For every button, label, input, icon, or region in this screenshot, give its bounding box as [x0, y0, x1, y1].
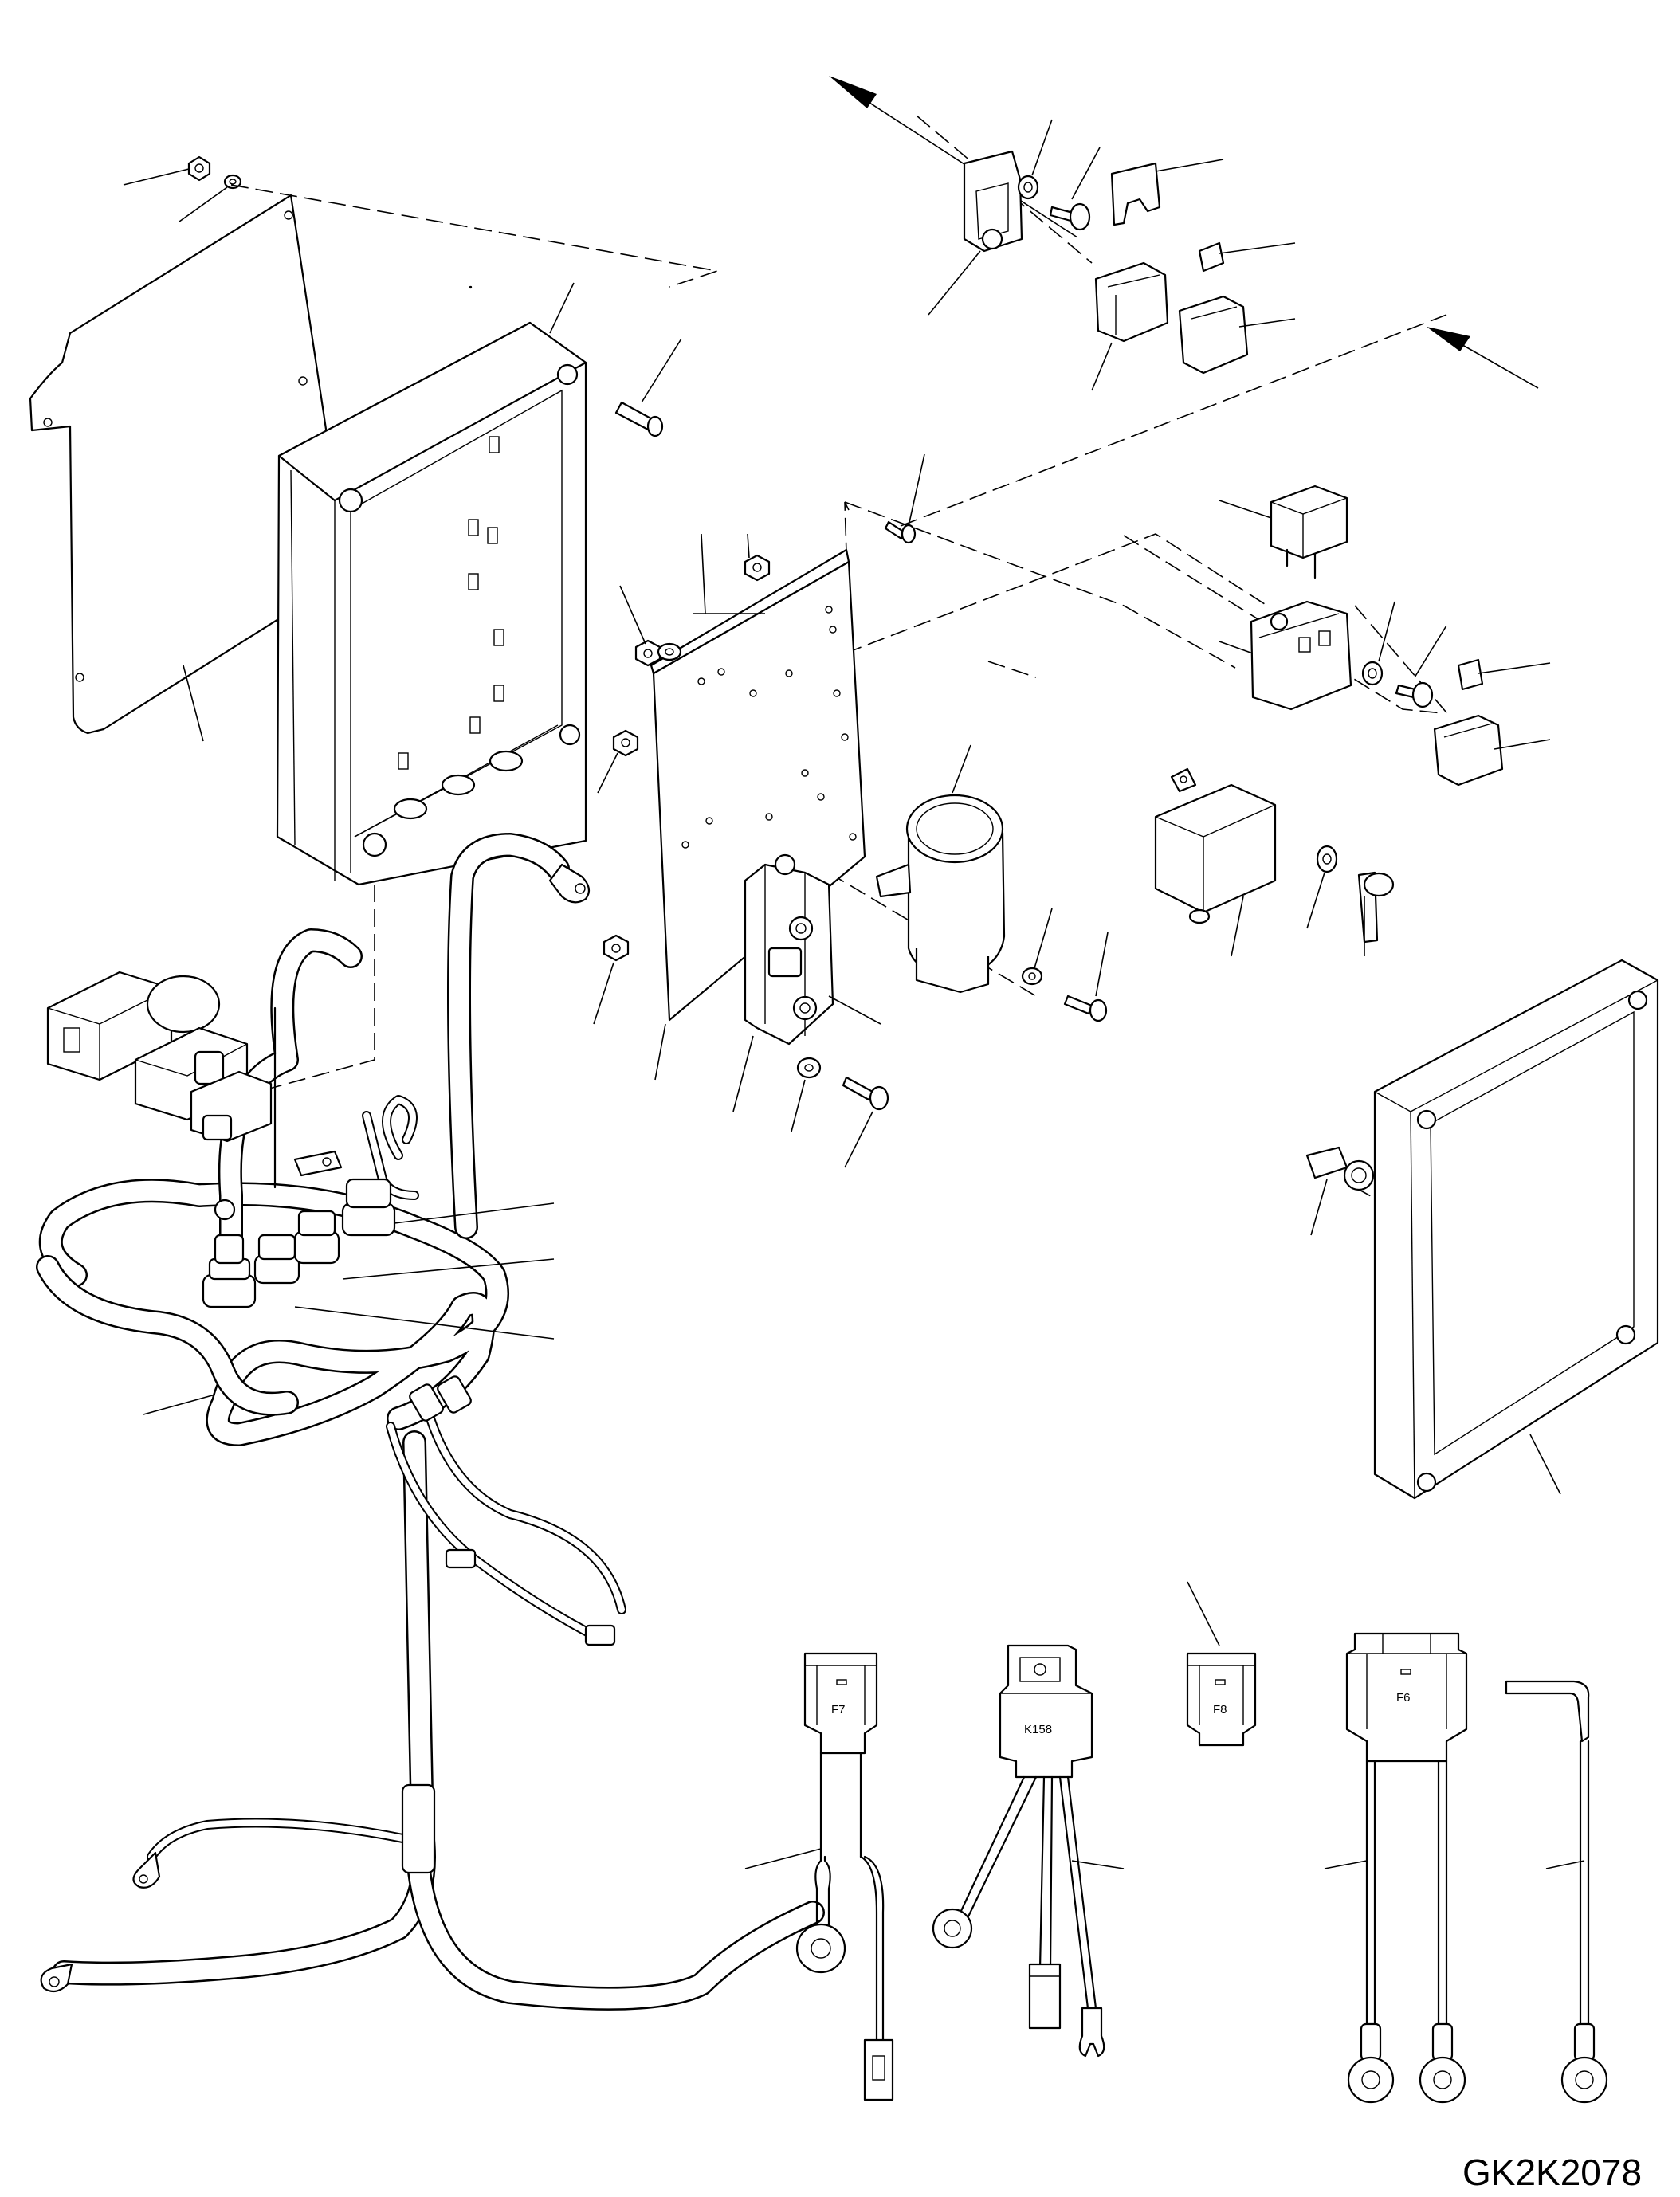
nut-icon-cover — [123, 155, 211, 186]
washer-icon-cap — [1021, 908, 1053, 986]
indicator-lamp — [1305, 1146, 1375, 1236]
fuse-icon-top-1 — [1110, 159, 1224, 226]
bolt-icon-flasher — [1357, 871, 1395, 956]
relay-socket-right — [1219, 600, 1352, 711]
drawing-code: GK2K2078 — [1462, 2152, 1642, 2193]
bolt-icon-cap — [1063, 932, 1109, 1022]
fuse-label-f6: F6 — [1396, 1691, 1411, 1705]
washer-icon-cover — [179, 174, 242, 222]
fuse-cable-f6: F6 — [1324, 1632, 1468, 2104]
ring-terminal-icon-f7 — [795, 1923, 846, 1974]
fuse-label-f8: F8 — [1213, 1703, 1227, 1716]
enclosure-box — [276, 282, 587, 886]
nut-icon-plate-4 — [593, 934, 630, 1025]
breaker-block — [732, 853, 881, 1112]
grommet-4 — [341, 1178, 396, 1237]
arrow-icon-top — [829, 76, 1078, 238]
grommet-2 — [253, 1234, 300, 1285]
fuse-holder-right — [1433, 714, 1551, 787]
cover-plate-gasket — [29, 194, 328, 742]
bolt-icon-top — [1049, 147, 1101, 231]
fuse-cable-f7: F7 — [744, 1652, 894, 2101]
fuse-f8: F8 — [1186, 1581, 1257, 1747]
washer-icon-plate-1 — [657, 642, 682, 661]
nut-icon-plate-3 — [597, 729, 639, 794]
relay-label-k158: K158 — [1024, 1723, 1052, 1736]
wiring-harness — [36, 833, 825, 2011]
mounting-plate — [650, 533, 866, 1081]
ring-terminal-icon-k158 — [932, 1908, 973, 1949]
fuse-holder-top-2 — [1091, 261, 1169, 391]
nut-icon-plate-1 — [744, 554, 771, 582]
washer-icon-right — [1361, 601, 1395, 686]
enclosure-lid — [1373, 959, 1659, 1500]
connector-block-1 — [46, 971, 221, 1081]
bolt-icon-right — [1395, 625, 1447, 708]
jumper-wire — [1505, 1680, 1608, 2104]
ring-terminal-icon-2 — [132, 1851, 161, 1889]
nut-icon-plate-2 — [619, 585, 661, 667]
ring-terminal-icon-3 — [40, 1963, 73, 1993]
fuse-icon-right — [1457, 658, 1551, 691]
fuse-holder-top — [928, 150, 1023, 316]
sleeve-terminal-k158 — [1028, 1963, 1062, 2030]
fork-terminal-k158 — [1078, 2007, 1105, 2058]
fuse-icon-top-2 — [1198, 241, 1296, 273]
ring-terminal-icon-1 — [548, 863, 591, 904]
fuse-holder-top-3 — [1178, 295, 1296, 375]
connector-block-3 — [190, 1070, 273, 1143]
ring-terminal-icon-f6-1 — [1347, 2022, 1395, 2104]
arrow-icon-right — [1427, 327, 1539, 389]
capacitor — [875, 744, 1006, 994]
washer-icon-flasher — [1306, 845, 1338, 929]
bolt-icon-plate — [884, 453, 925, 544]
bolt-icon-box — [614, 338, 682, 437]
washer-icon-top — [1017, 119, 1053, 200]
relay-cable-k158: K158 — [932, 1644, 1125, 2058]
flasher-unit — [1154, 767, 1277, 957]
washer-icon-breaker — [791, 1057, 822, 1132]
ring-terminal-icon-jumper — [1560, 2022, 1608, 2104]
ring-terminal-icon-f6-2 — [1419, 2022, 1466, 2104]
bolt-icon-breaker — [842, 1076, 889, 1168]
spade-terminal-f7 — [863, 2038, 894, 2101]
relay-icon-right — [1219, 485, 1348, 579]
grommet-1 — [202, 1234, 257, 1308]
grommet-3 — [293, 1210, 340, 1265]
fuse-label-f7: F7 — [831, 1703, 846, 1716]
